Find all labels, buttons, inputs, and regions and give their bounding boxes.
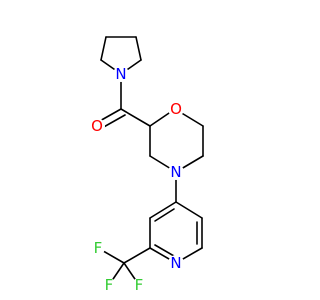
atom-label-o-morpholine: O — [170, 100, 182, 118]
atom-fluorine-1: F — [91, 239, 105, 257]
bond-pyridine-c3-c4-inner — [154, 208, 175, 222]
atom-pyridine-nitrogen: N — [168, 254, 184, 272]
bond-pyridine-c3-c4 — [149, 201, 177, 219]
atom-pyrrolidine-nitrogen: N — [113, 65, 129, 83]
bond-pyrrolidine-c4-c5 — [135, 36, 142, 61]
molecule-structure-diagram: N O O N N F F F — [89, 36, 204, 294]
atom-carbonyl-oxygen: O — [89, 117, 105, 135]
atom-label-o-carbonyl: O — [91, 117, 103, 135]
atom-fluorine-2: F — [102, 276, 116, 294]
bond-carbonyl-c-morpholine-c2 — [120, 108, 151, 127]
atom-label-f3: F — [135, 276, 144, 294]
atom-label-n-morpholine: N — [170, 163, 181, 181]
atom-label-layer: N O O N N F F F — [89, 65, 184, 294]
bond-pyrrolidine-c2-c3 — [100, 36, 107, 61]
atom-morpholine-oxygen: O — [168, 100, 184, 118]
atom-fluorine-3: F — [132, 276, 146, 294]
bond-pyridine-c2-cf3 — [123, 247, 151, 264]
bond-carbonyl-double-2 — [101, 114, 126, 129]
atom-label-f1: F — [94, 239, 103, 257]
bond-pyridine-c4-c5 — [175, 201, 203, 219]
atom-label-f2: F — [105, 276, 114, 294]
bond-pyridine-n-c2-inner — [154, 244, 175, 257]
atom-label-n-pyrrolidine: N — [115, 65, 126, 83]
atom-morpholine-nitrogen: N — [168, 163, 184, 181]
atom-label-n-pyridine: N — [170, 254, 181, 272]
